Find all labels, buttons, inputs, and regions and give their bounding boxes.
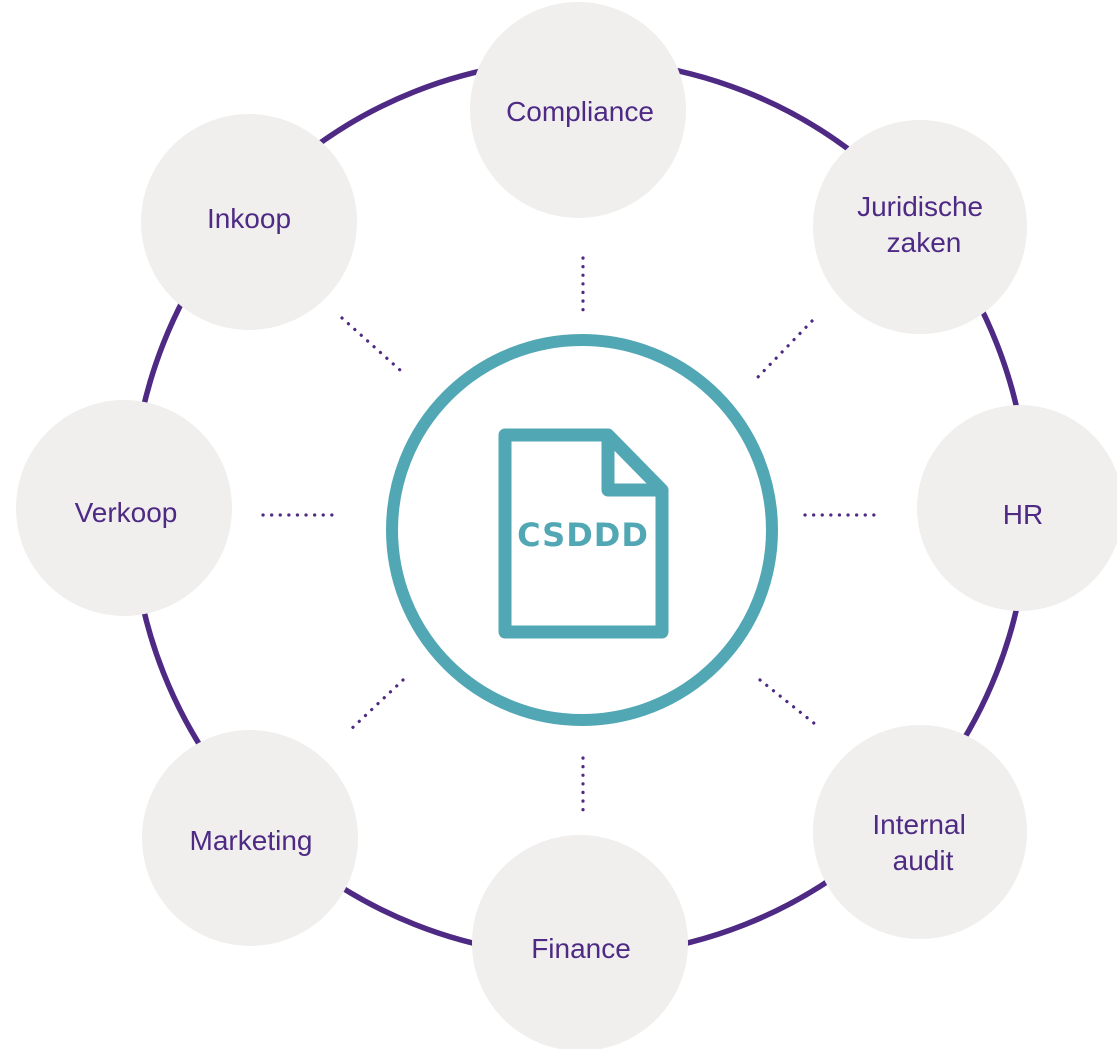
center-ring bbox=[386, 334, 778, 726]
node-label-internal-audit: Internal audit bbox=[872, 809, 973, 876]
node-label-finance: Finance bbox=[531, 933, 631, 964]
node-label-compliance: Compliance bbox=[506, 96, 654, 127]
node-label-marketing: Marketing bbox=[190, 825, 313, 856]
node-label-juridische-zaken: Juridische zaken bbox=[857, 191, 991, 258]
node-verkoop: Verkoop bbox=[16, 400, 232, 616]
node-hr: HR bbox=[917, 405, 1117, 611]
node-label-inkoop: Inkoop bbox=[207, 203, 291, 234]
node-label-verkoop: Verkoop bbox=[75, 497, 178, 528]
connector-juridische-zaken bbox=[756, 319, 814, 379]
node-label-hr: HR bbox=[1003, 499, 1043, 530]
document-icon bbox=[498, 428, 669, 639]
node-finance: Finance bbox=[472, 835, 688, 1049]
node-inkoop: Inkoop bbox=[141, 114, 357, 330]
connector-marketing bbox=[346, 678, 405, 734]
connector-internal-audit bbox=[758, 678, 822, 730]
node-juridische-zaken: Juridische zaken bbox=[813, 120, 1027, 334]
node-internal-audit: Internal audit bbox=[813, 725, 1027, 939]
node-compliance: Compliance bbox=[470, 2, 686, 218]
connector-inkoop bbox=[340, 316, 402, 372]
node-marketing: Marketing bbox=[142, 730, 358, 946]
center-label: CSDDD bbox=[517, 516, 649, 554]
connectors bbox=[261, 256, 884, 814]
